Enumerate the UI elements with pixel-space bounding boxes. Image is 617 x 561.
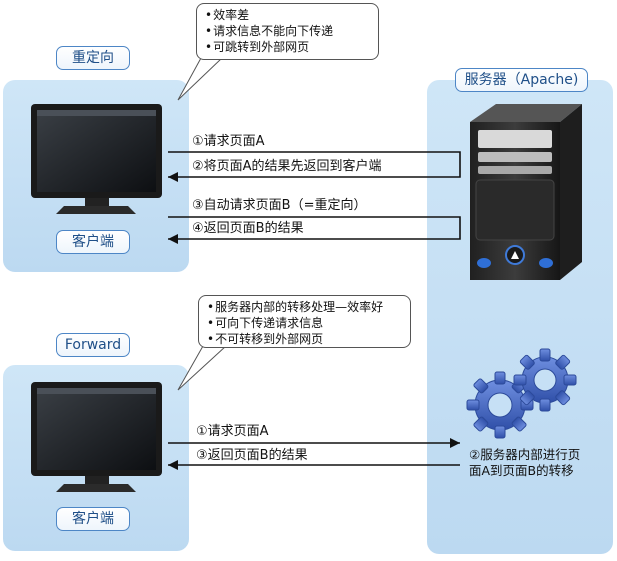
forward-callout: 服务器内部的转移处理—效率好 可向下传递请求信息 不可转移到外部网页 [198, 295, 411, 348]
arrowhead-forward-1 [450, 438, 460, 448]
monitor-icon-forward [31, 382, 162, 492]
redirect-callout-line: 效率差 [205, 7, 370, 23]
forward-step-label: ③返回页面B的结果 [196, 448, 308, 464]
redirect-title-tag: 重定向 [56, 46, 130, 70]
forward-callout-line: 不可转移到外部网页 [207, 331, 402, 347]
forward-callout-line: 服务器内部的转移处理—效率好 [207, 299, 402, 315]
arrowhead-redirect-4 [168, 234, 178, 244]
arrowhead-redirect-2 [168, 172, 178, 182]
server-note-line: 面A到页面B的转移 [469, 463, 580, 479]
forward-callout-tail [178, 346, 226, 390]
redirect-client-label: 客户端 [56, 230, 130, 254]
redirect-step-label: ①请求页面A [192, 134, 265, 150]
redirect-step-label: ③自动请求页面B（=重定向） [192, 198, 366, 214]
gear-icon [514, 349, 576, 411]
server-note-line: ②服务器内部进行页 [469, 447, 580, 463]
redirect-callout-tail [178, 58, 222, 100]
redirect-step-label: ④返回页面B的结果 [192, 221, 304, 237]
server-title-tag: 服务器（Apache) [455, 68, 588, 92]
redirect-callout-line: 可跳转到外部网页 [205, 39, 370, 55]
forward-client-label: 客户端 [56, 507, 130, 531]
forward-callout-line: 可向下传递请求信息 [207, 315, 402, 331]
server-transfer-note: ②服务器内部进行页 面A到页面B的转移 [469, 447, 580, 479]
redirect-callout: 效率差 请求信息不能向下传递 可跳转到外部网页 [196, 3, 379, 60]
server-tower-icon [470, 104, 582, 280]
forward-title-tag: Forward [56, 333, 130, 357]
arrowhead-forward-3 [168, 460, 178, 470]
redirect-step-label: ②将页面A的结果先返回到客户端 [192, 159, 382, 175]
forward-step-label: ①请求页面A [196, 424, 269, 440]
redirect-callout-line: 请求信息不能向下传递 [205, 23, 370, 39]
monitor-icon-redirect [31, 104, 162, 214]
